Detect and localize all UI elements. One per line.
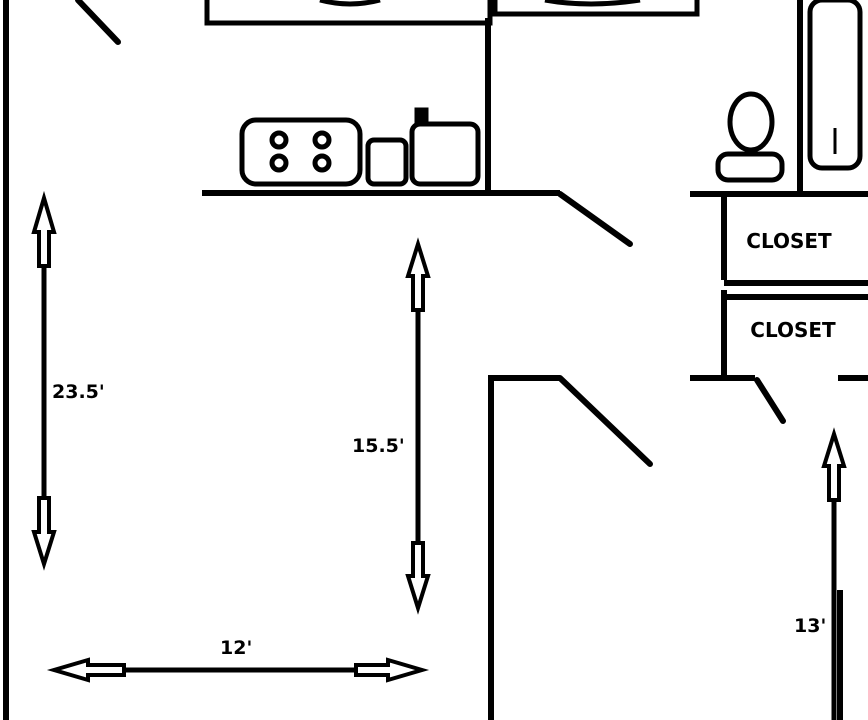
bottom-width-label: 12' <box>220 637 252 659</box>
bathtub-icon <box>807 0 863 171</box>
sink-bowl-left <box>319 0 381 7</box>
bottom-width-arrow <box>46 657 430 683</box>
kitchen-height-arrow <box>405 237 431 615</box>
left-height-arrow <box>31 190 57 571</box>
kitchen-door-swing <box>557 191 633 247</box>
toilet-icon <box>715 91 785 183</box>
left-height-label: 23.5' <box>52 381 105 403</box>
entry-door-swing <box>75 0 121 45</box>
bedroom-door-swing <box>557 375 653 467</box>
door-swings <box>75 0 786 467</box>
upper-cabinet-right <box>492 0 700 17</box>
right-height-arrow <box>821 427 847 720</box>
right-height-label: 13' <box>794 615 826 637</box>
walls <box>3 0 868 720</box>
sink-bowl-right <box>544 0 641 7</box>
dimension-arrows <box>31 190 847 720</box>
upper-cabinet-left <box>204 0 493 26</box>
upper-fixtures <box>204 0 700 26</box>
kitchen-height-label: 15.5' <box>352 435 405 457</box>
stove-icon <box>239 117 363 187</box>
closet-label-lower: CLOSET <box>750 318 836 342</box>
refrigerator-icon <box>409 107 481 187</box>
closet-door-swing <box>754 377 786 424</box>
small-appliance-icon <box>365 137 409 187</box>
closet-label-upper: CLOSET <box>746 229 832 253</box>
